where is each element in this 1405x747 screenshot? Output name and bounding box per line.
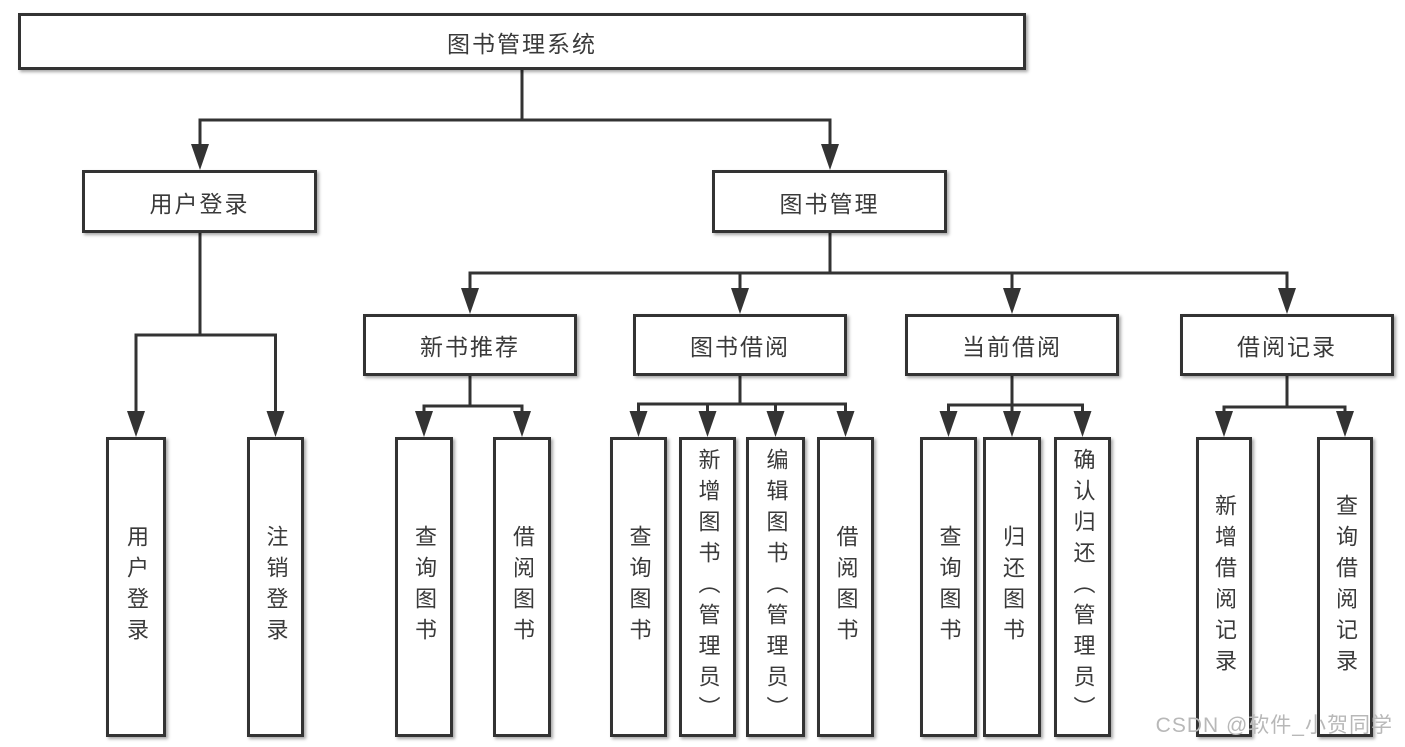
node-new-book-recommend: 新书推荐 [363, 314, 577, 376]
leaf-borrow-book-recommend: 借阅图书 [493, 437, 551, 737]
connector-book-management-branch [461, 233, 1296, 314]
connector-borrow-records-branch [1215, 376, 1354, 437]
node-book-borrowing: 图书借阅 [633, 314, 847, 376]
connector-root-branch [191, 70, 839, 170]
node-user-login: 用户登录 [82, 170, 317, 233]
leaf-user-login: 用户登录 [106, 437, 166, 737]
leaf-query-book-recommend: 查询图书 [395, 437, 453, 737]
connector-user-login-branch [127, 233, 285, 437]
leaf-query-borrow-record: 查询借阅记录 [1317, 437, 1373, 737]
connector-new-book-recommend-branch [415, 376, 531, 437]
node-current-borrowing: 当前借阅 [905, 314, 1119, 376]
leaf-add-book-admin: 新增图书（管理员） [679, 437, 736, 737]
leaf-borrow-book-borrowing: 借阅图书 [817, 437, 874, 737]
leaf-confirm-return-admin: 确认归还（管理员） [1054, 437, 1111, 737]
connector-book-borrowing-branch [629, 376, 855, 437]
leaf-edit-book-admin: 编辑图书（管理员） [746, 437, 805, 737]
node-book-management: 图书管理 [712, 170, 947, 233]
node-root: 图书管理系统 [18, 13, 1026, 70]
leaf-return-book: 归还图书 [983, 437, 1041, 737]
connector-current-borrowing-branch [939, 376, 1092, 437]
leaf-query-book-borrowing: 查询图书 [610, 437, 667, 737]
leaf-logout-login: 注销登录 [247, 437, 304, 737]
leaf-query-book-current: 查询图书 [920, 437, 977, 737]
csdn-watermark: CSDN @软件_小贺同学 [1155, 714, 1393, 737]
node-borrow-records: 借阅记录 [1180, 314, 1394, 376]
leaf-add-borrow-record: 新增借阅记录 [1196, 437, 1252, 737]
